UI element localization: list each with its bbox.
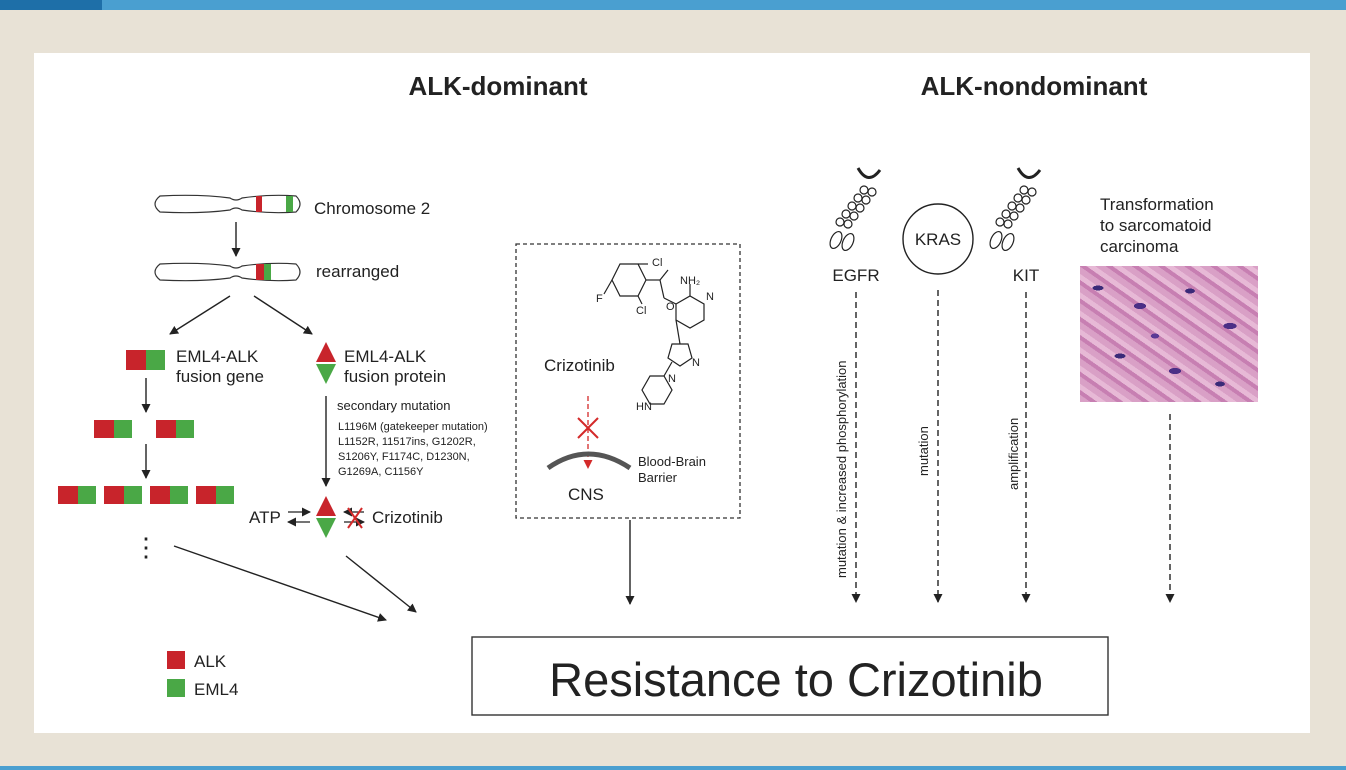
structure-hn: HN [636, 401, 652, 413]
header-alk-dominant: ALK-dominant [408, 71, 587, 101]
structure-cl-bottom: Cl [636, 305, 646, 317]
header-alk-nondominant: ALK-nondominant [921, 71, 1148, 101]
egfr-mechanism-label: mutation & increased phosphorylation [834, 360, 849, 578]
transformation-label-1: Transformation [1100, 195, 1214, 214]
top-accent-block [0, 0, 102, 10]
mutated-protein-shape [316, 496, 336, 538]
ellipsis-more: ⋮ [133, 532, 159, 562]
transformation-label-3: carcinoma [1100, 237, 1179, 256]
fusion-gene-label-1: EML4-ALK [176, 347, 259, 366]
atp-label: ATP [249, 508, 281, 527]
legend-eml4-swatch [167, 679, 185, 697]
sarcomatoid-histology-image [1080, 266, 1258, 402]
mutation-list-line-2: L1152R, 11517ins, G1202R, [338, 436, 476, 448]
chromosome-2 [154, 194, 301, 214]
transformation-label-2: to sarcomatoid [1100, 216, 1212, 235]
kras-circle [902, 203, 974, 275]
mutation-list-line-1: L1196M (gatekeeper mutation) [338, 421, 488, 433]
cns-dashed-box [515, 243, 741, 519]
crizotinib-structure [603, 263, 705, 405]
legend-eml4-label: EML4 [194, 680, 238, 699]
bbb-label-2: Barrier [638, 470, 678, 485]
structure-f: F [596, 293, 603, 305]
kit-receptor-icon [989, 167, 1042, 252]
mutation-list-line-3: S1206Y, F1174C, D1230N, [338, 451, 470, 463]
structure-n-piperidine: N [668, 373, 676, 385]
kit-mechanism-label: amplification [1006, 418, 1021, 490]
kras-mechanism-label: mutation [916, 426, 931, 476]
arrow-to-fusion-protein [253, 295, 313, 335]
kit-label: KIT [1013, 266, 1039, 285]
crizotinib-drug-label: Crizotinib [544, 356, 615, 375]
cns-label: CNS [568, 485, 604, 504]
resistance-box [471, 636, 1109, 716]
resistance-label: Resistance to Crizotinib [549, 653, 1043, 706]
structure-n-pyrazole: N [692, 357, 700, 369]
fusion-gene-block [126, 350, 165, 370]
fusion-protein-label-1: EML4-ALK [344, 347, 427, 366]
crizotinib-blocked-label: Crizotinib [372, 508, 443, 527]
bbb-block-cross-icon [577, 417, 599, 439]
egfr-label: EGFR [832, 266, 879, 285]
fusion-protein-shape [316, 342, 336, 384]
legend-alk-swatch [167, 651, 185, 669]
rearranged-chromosome [154, 262, 301, 282]
fusion-gene-copies-row3 [58, 486, 234, 504]
structure-o: O [666, 301, 675, 313]
blocked-cross-icon [347, 507, 363, 529]
rearranged-label: rearranged [316, 262, 399, 281]
arrow-mutation-to-resistance [345, 555, 417, 613]
blood-brain-barrier-arc [546, 451, 632, 471]
structure-cl-top: Cl [652, 257, 662, 269]
structure-n-ring: N [706, 291, 714, 303]
arrow-to-fusion-gene [169, 295, 231, 335]
fusion-gene-label-2: fusion gene [176, 367, 264, 386]
fusion-protein-label-2: fusion protein [344, 367, 446, 386]
structure-nh2: NH₂ [680, 275, 700, 287]
bbb-label-1: Blood-Brain [638, 454, 706, 469]
chromosome-label: Chromosome 2 [314, 199, 430, 218]
legend-alk-label: ALK [194, 652, 227, 671]
mutation-list-line-4: G1269A, C1156Y [338, 466, 424, 478]
secondary-mutation-label: secondary mutation [337, 398, 450, 413]
egfr-receptor-icon [829, 167, 882, 252]
bottom-accent-bar [0, 766, 1346, 770]
kras-label: KRAS [915, 230, 961, 249]
top-accent-bar [0, 0, 1346, 10]
arrow-amplification-to-resistance [173, 545, 387, 622]
fusion-gene-copies-row2 [94, 420, 194, 438]
